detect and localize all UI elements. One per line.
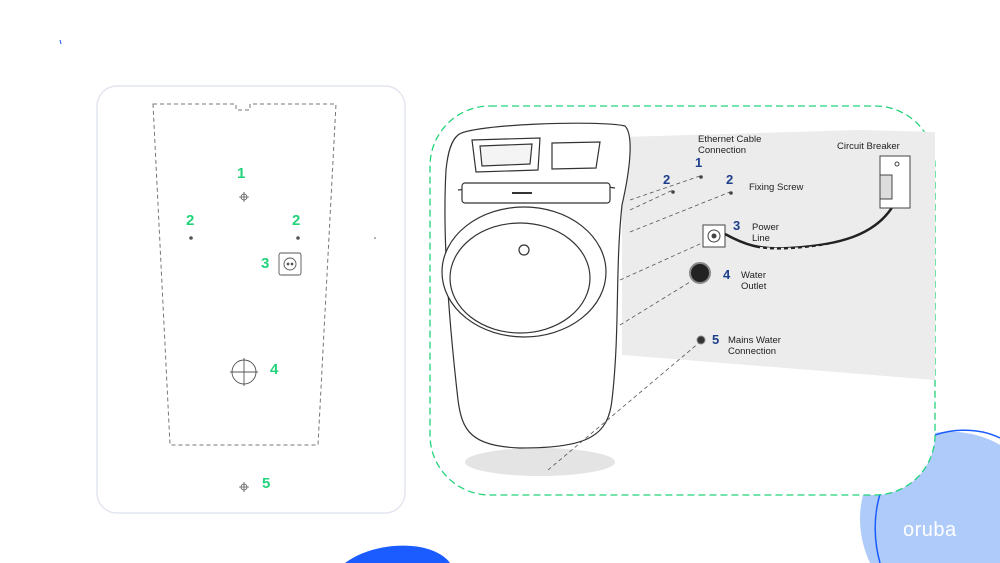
fixing-screw-label: Fixing Screw [749, 182, 804, 193]
floor-shadow [465, 448, 615, 476]
power-socket-icon [278, 252, 302, 276]
crosshair-icon [239, 482, 249, 492]
circuit-breaker-label: Circuit Breaker [837, 141, 900, 152]
label-line: Connection [698, 145, 747, 156]
mains-water-label: Mains Water Connection [728, 335, 781, 357]
crosshair-icon [239, 192, 249, 202]
screw-dot [189, 236, 193, 240]
label-line: Water [741, 270, 766, 281]
marker-number: 2 [186, 212, 195, 229]
label-line: Connection [728, 346, 777, 357]
water-outlet-label: Water Outlet [741, 270, 766, 292]
marker-number: 3 [261, 255, 270, 272]
power-line-label: Power Line [752, 222, 779, 244]
number-5: 5 [712, 332, 720, 347]
ethernet-label: Ethernet Cable Connection [698, 134, 761, 156]
ethernet-point [699, 175, 703, 179]
power-socket-icon [702, 224, 726, 248]
leader-lines [547, 175, 731, 471]
number-4: 4 [723, 267, 731, 282]
number-3: 3 [733, 218, 741, 233]
marker-number: 1 [237, 165, 246, 182]
number-2: 2 [663, 172, 671, 187]
number-2: 2 [726, 172, 734, 187]
screw-dot [671, 190, 675, 194]
label-line: Line [752, 233, 770, 244]
label-line: Mains Water [728, 335, 781, 346]
marker-number: 5 [262, 475, 271, 492]
label-line: Power [752, 222, 779, 233]
water-outlet-icon [689, 262, 711, 284]
sink-device-drawing [441, 122, 631, 449]
oruba-logo: oruba [903, 519, 957, 541]
water-outlet-crosshair-icon [230, 358, 258, 386]
decorative-blob-bottom-center [345, 545, 450, 563]
template-card [96, 85, 406, 514]
mains-water-icon [696, 335, 706, 345]
marker-number: 4 [270, 361, 279, 378]
label-line: Ethernet Cable [698, 134, 762, 145]
screw-dot [729, 191, 733, 195]
marker-number: 2 [292, 212, 301, 229]
wall [622, 130, 935, 380]
number-1: 1 [695, 155, 703, 170]
screw-dot [296, 236, 300, 240]
label-line: Outlet [741, 281, 767, 292]
circuit-breaker-icon [879, 155, 911, 209]
template-outline [152, 103, 337, 446]
